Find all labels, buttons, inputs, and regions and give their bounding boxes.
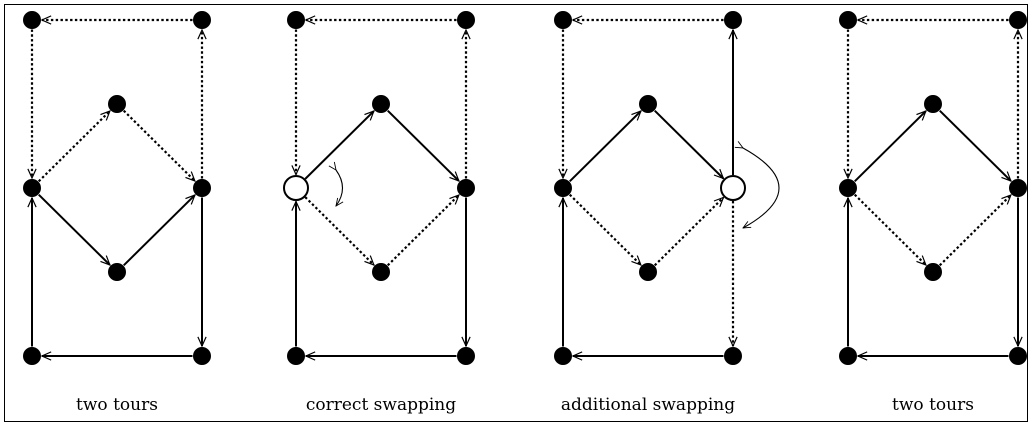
- node-mr: [457, 179, 475, 197]
- node-d: [639, 95, 657, 113]
- node-u: [924, 263, 942, 281]
- panel-caption: additional swapping: [561, 395, 735, 415]
- node-tl: [23, 11, 41, 29]
- node-ml: [839, 179, 857, 197]
- panel-nodes: [554, 11, 746, 365]
- panel-swap-arrows: [336, 170, 343, 206]
- panel-edges: [563, 20, 733, 356]
- panel-swap-arrows: [743, 148, 780, 228]
- edge-ml-d-solid: [304, 111, 374, 180]
- edge-ml-u-dotted: [853, 193, 926, 265]
- edge-u-mr-dotted: [938, 195, 1011, 267]
- panel-additional-swapping: additional swapping: [554, 11, 780, 415]
- edge-d-mr-dotted: [122, 109, 195, 181]
- node-mr: [193, 179, 211, 197]
- panel-nodes: [23, 11, 211, 365]
- panel-edges: [296, 20, 466, 356]
- node-tr: [457, 11, 475, 29]
- node-u: [639, 263, 657, 281]
- edge-d-mr-solid: [654, 109, 724, 179]
- panel-two-tours-right: two tours: [839, 11, 1027, 415]
- node-bl: [554, 347, 572, 365]
- node-mr: [1009, 179, 1027, 197]
- panel-caption: correct swapping: [306, 395, 456, 415]
- swap-arrow-left-small: [336, 170, 343, 206]
- edge-d-mr-solid: [939, 109, 1011, 181]
- panel-nodes: [283, 11, 475, 365]
- node-u: [108, 263, 126, 281]
- node-bl: [23, 347, 41, 365]
- node-br: [724, 347, 742, 365]
- swap-node-mr: [720, 175, 746, 201]
- node-tl: [839, 11, 857, 29]
- edge-u-mr-dotted: [386, 195, 459, 267]
- node-bl: [287, 347, 305, 365]
- node-br: [457, 347, 475, 365]
- edge-ml-u-dotted: [568, 193, 641, 265]
- node-d: [924, 95, 942, 113]
- edge-ml-d-solid: [854, 111, 926, 183]
- panel-correct-swapping: correct swapping: [283, 11, 475, 415]
- node-tl: [554, 11, 572, 29]
- panel-nodes: [839, 11, 1027, 365]
- node-br: [193, 347, 211, 365]
- panel-caption: two tours: [76, 395, 158, 415]
- panel-caption: two tours: [892, 395, 974, 415]
- edge-u-mr-solid: [123, 195, 195, 267]
- edge-ml-u-solid: [38, 193, 110, 265]
- node-tr: [193, 11, 211, 29]
- edge-ml-u-dotted: [304, 196, 374, 265]
- node-tr: [1009, 11, 1027, 29]
- node-tl: [287, 11, 305, 29]
- panel-two-tours-left: two tours: [23, 11, 211, 415]
- swap-node-ml: [283, 175, 309, 201]
- swap-arrow-right-large: [743, 148, 780, 228]
- edge-ml-d-solid: [569, 111, 641, 183]
- edge-u-mr-dotted: [653, 197, 724, 267]
- node-bl: [839, 347, 857, 365]
- node-br: [1009, 347, 1027, 365]
- node-u: [372, 263, 390, 281]
- edge-d-mr-solid: [387, 109, 459, 181]
- panel-edges: [32, 20, 202, 356]
- node-ml: [23, 179, 41, 197]
- node-d: [372, 95, 390, 113]
- panel-edges: [848, 20, 1018, 356]
- node-ml: [554, 179, 572, 197]
- edge-ml-d-dotted: [37, 111, 110, 183]
- node-tr: [724, 11, 742, 29]
- node-d: [108, 95, 126, 113]
